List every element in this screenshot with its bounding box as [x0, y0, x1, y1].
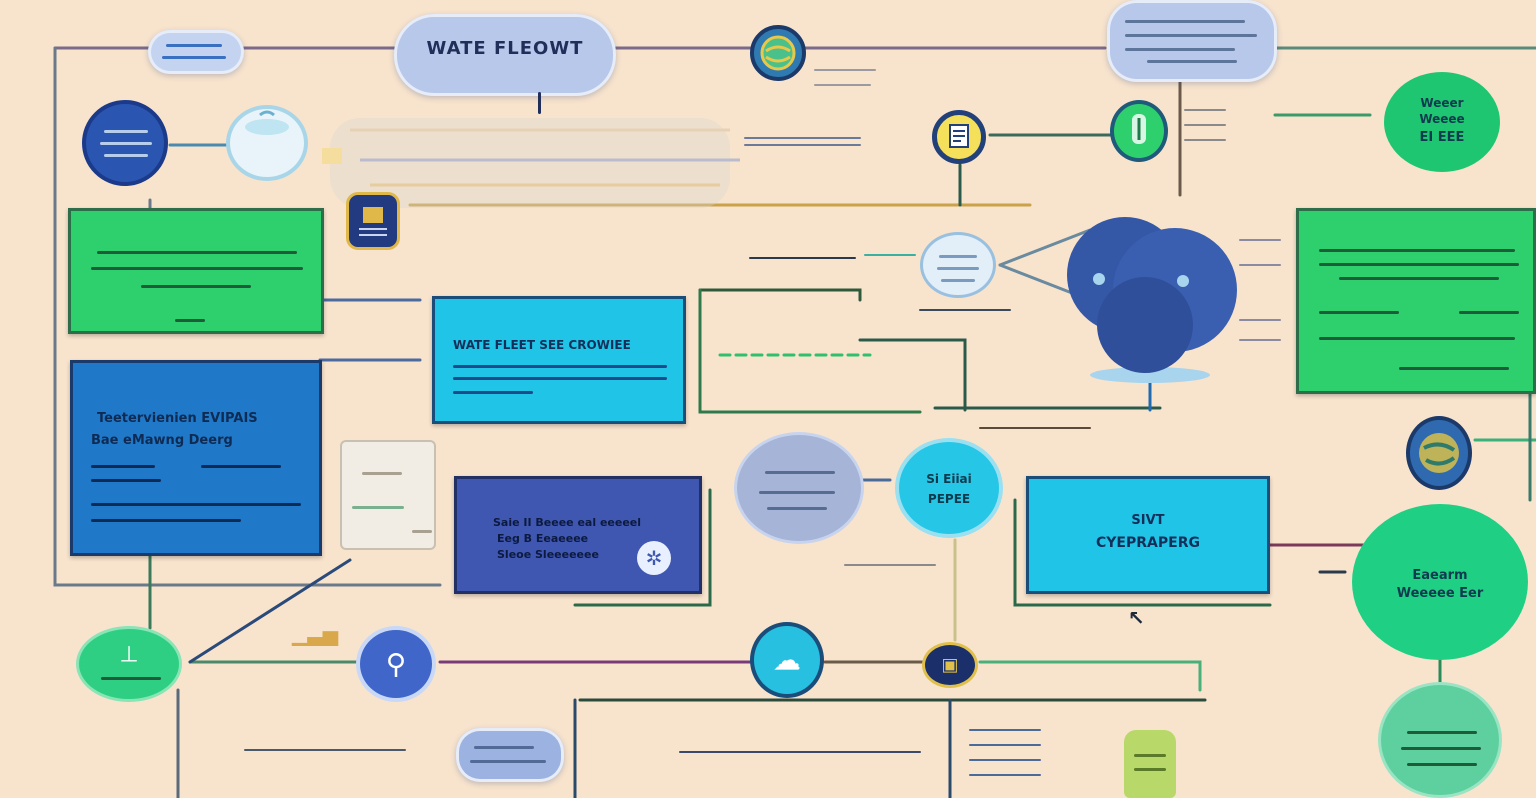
leaf-icon: [1110, 100, 1168, 162]
badge-icon: [346, 192, 400, 250]
cloud-icon: [920, 232, 996, 298]
blob-right-top-line1: Weeer: [1420, 96, 1464, 110]
speech-bubble-center: [734, 432, 864, 544]
card-center-indigo-title-3: Sleoe Sleeeeeee: [497, 548, 599, 561]
blob-right-mid-line1: Eaearm: [1412, 568, 1468, 583]
speech-bubble-top-left: [148, 30, 244, 74]
card-center-indigo-title-1: Saie II Beeee eal eeeeel: [493, 516, 642, 529]
globe-icon-right: [1406, 416, 1472, 490]
card-left-blue: Teetervienien EVIPAIS Bae eMawng Deerg: [70, 360, 322, 556]
bar-glyph-icon: ▁▃▅: [292, 622, 339, 646]
shield-icon: [82, 100, 168, 186]
card-left-green: [68, 208, 324, 334]
circle-center-cyan-line1: Si Eiiai: [926, 472, 972, 486]
blob-right-mid-line2: Weeeee Eer: [1396, 586, 1484, 601]
bottle-icon: [1124, 730, 1176, 798]
circle-center-cyan-line2: PEPEE: [927, 492, 971, 506]
circle-center-cyan: Si Eiiai PEPEE: [895, 438, 1003, 538]
blob-right-mid: Eaearm Weeeee Eer: [1352, 504, 1528, 660]
blob-right-top: Weeer Weeee EI EEE: [1384, 72, 1500, 172]
blob-right-top-line3: EI EEE: [1419, 130, 1465, 145]
card-center-indigo: Saie II Beeee eal eeeeel Eeg B Eeaeeee S…: [454, 476, 702, 594]
title-cloud: WATE FLEOWT: [394, 14, 616, 96]
cursor-arrow-icon: ↖: [1128, 606, 1145, 630]
card-left-blue-title-2: Bae eMawng Deerg: [91, 433, 233, 448]
bottom-badge-icon: ▣: [922, 642, 978, 688]
gear-icon: ✲: [637, 541, 671, 575]
faucet-icon: ⊥: [76, 626, 182, 702]
bottom-tap-icon: ⚲: [356, 626, 436, 702]
info-cloud-top-right: [1107, 0, 1277, 82]
card-left-blue-title-1: Teetervienien EVIPAIS: [97, 411, 258, 426]
bottom-tree-icon: ☁: [750, 622, 824, 698]
blob-bottom-right: [1378, 682, 1502, 798]
diagram-title: WATE FLEOWT: [426, 38, 584, 59]
card-center-indigo-title-2: Eeg B Eeaeeee: [497, 532, 589, 545]
clipboard-icon: [340, 440, 436, 550]
globe-icon: [750, 25, 806, 81]
title-stem: [538, 92, 541, 114]
card-center-cyan-title: WATE FLEET SEE CROWIEE: [453, 338, 631, 352]
blob-right-top-line2: Weeee: [1419, 112, 1465, 126]
card-center-cyan: WATE FLEET SEE CROWIEE: [432, 296, 686, 424]
water-drop-icon: [226, 105, 308, 181]
document-icon: [932, 110, 986, 164]
card-right-green: [1296, 208, 1536, 394]
card-right-cyan-title-2: CYEPRAPERG: [1096, 535, 1200, 551]
card-right-cyan-title-1: SIVT: [1131, 513, 1165, 528]
speech-bubble-bottom: [456, 728, 564, 782]
card-right-cyan: SIVT CYEPRAPERG: [1026, 476, 1270, 594]
storage-cloud: [1067, 217, 1237, 383]
